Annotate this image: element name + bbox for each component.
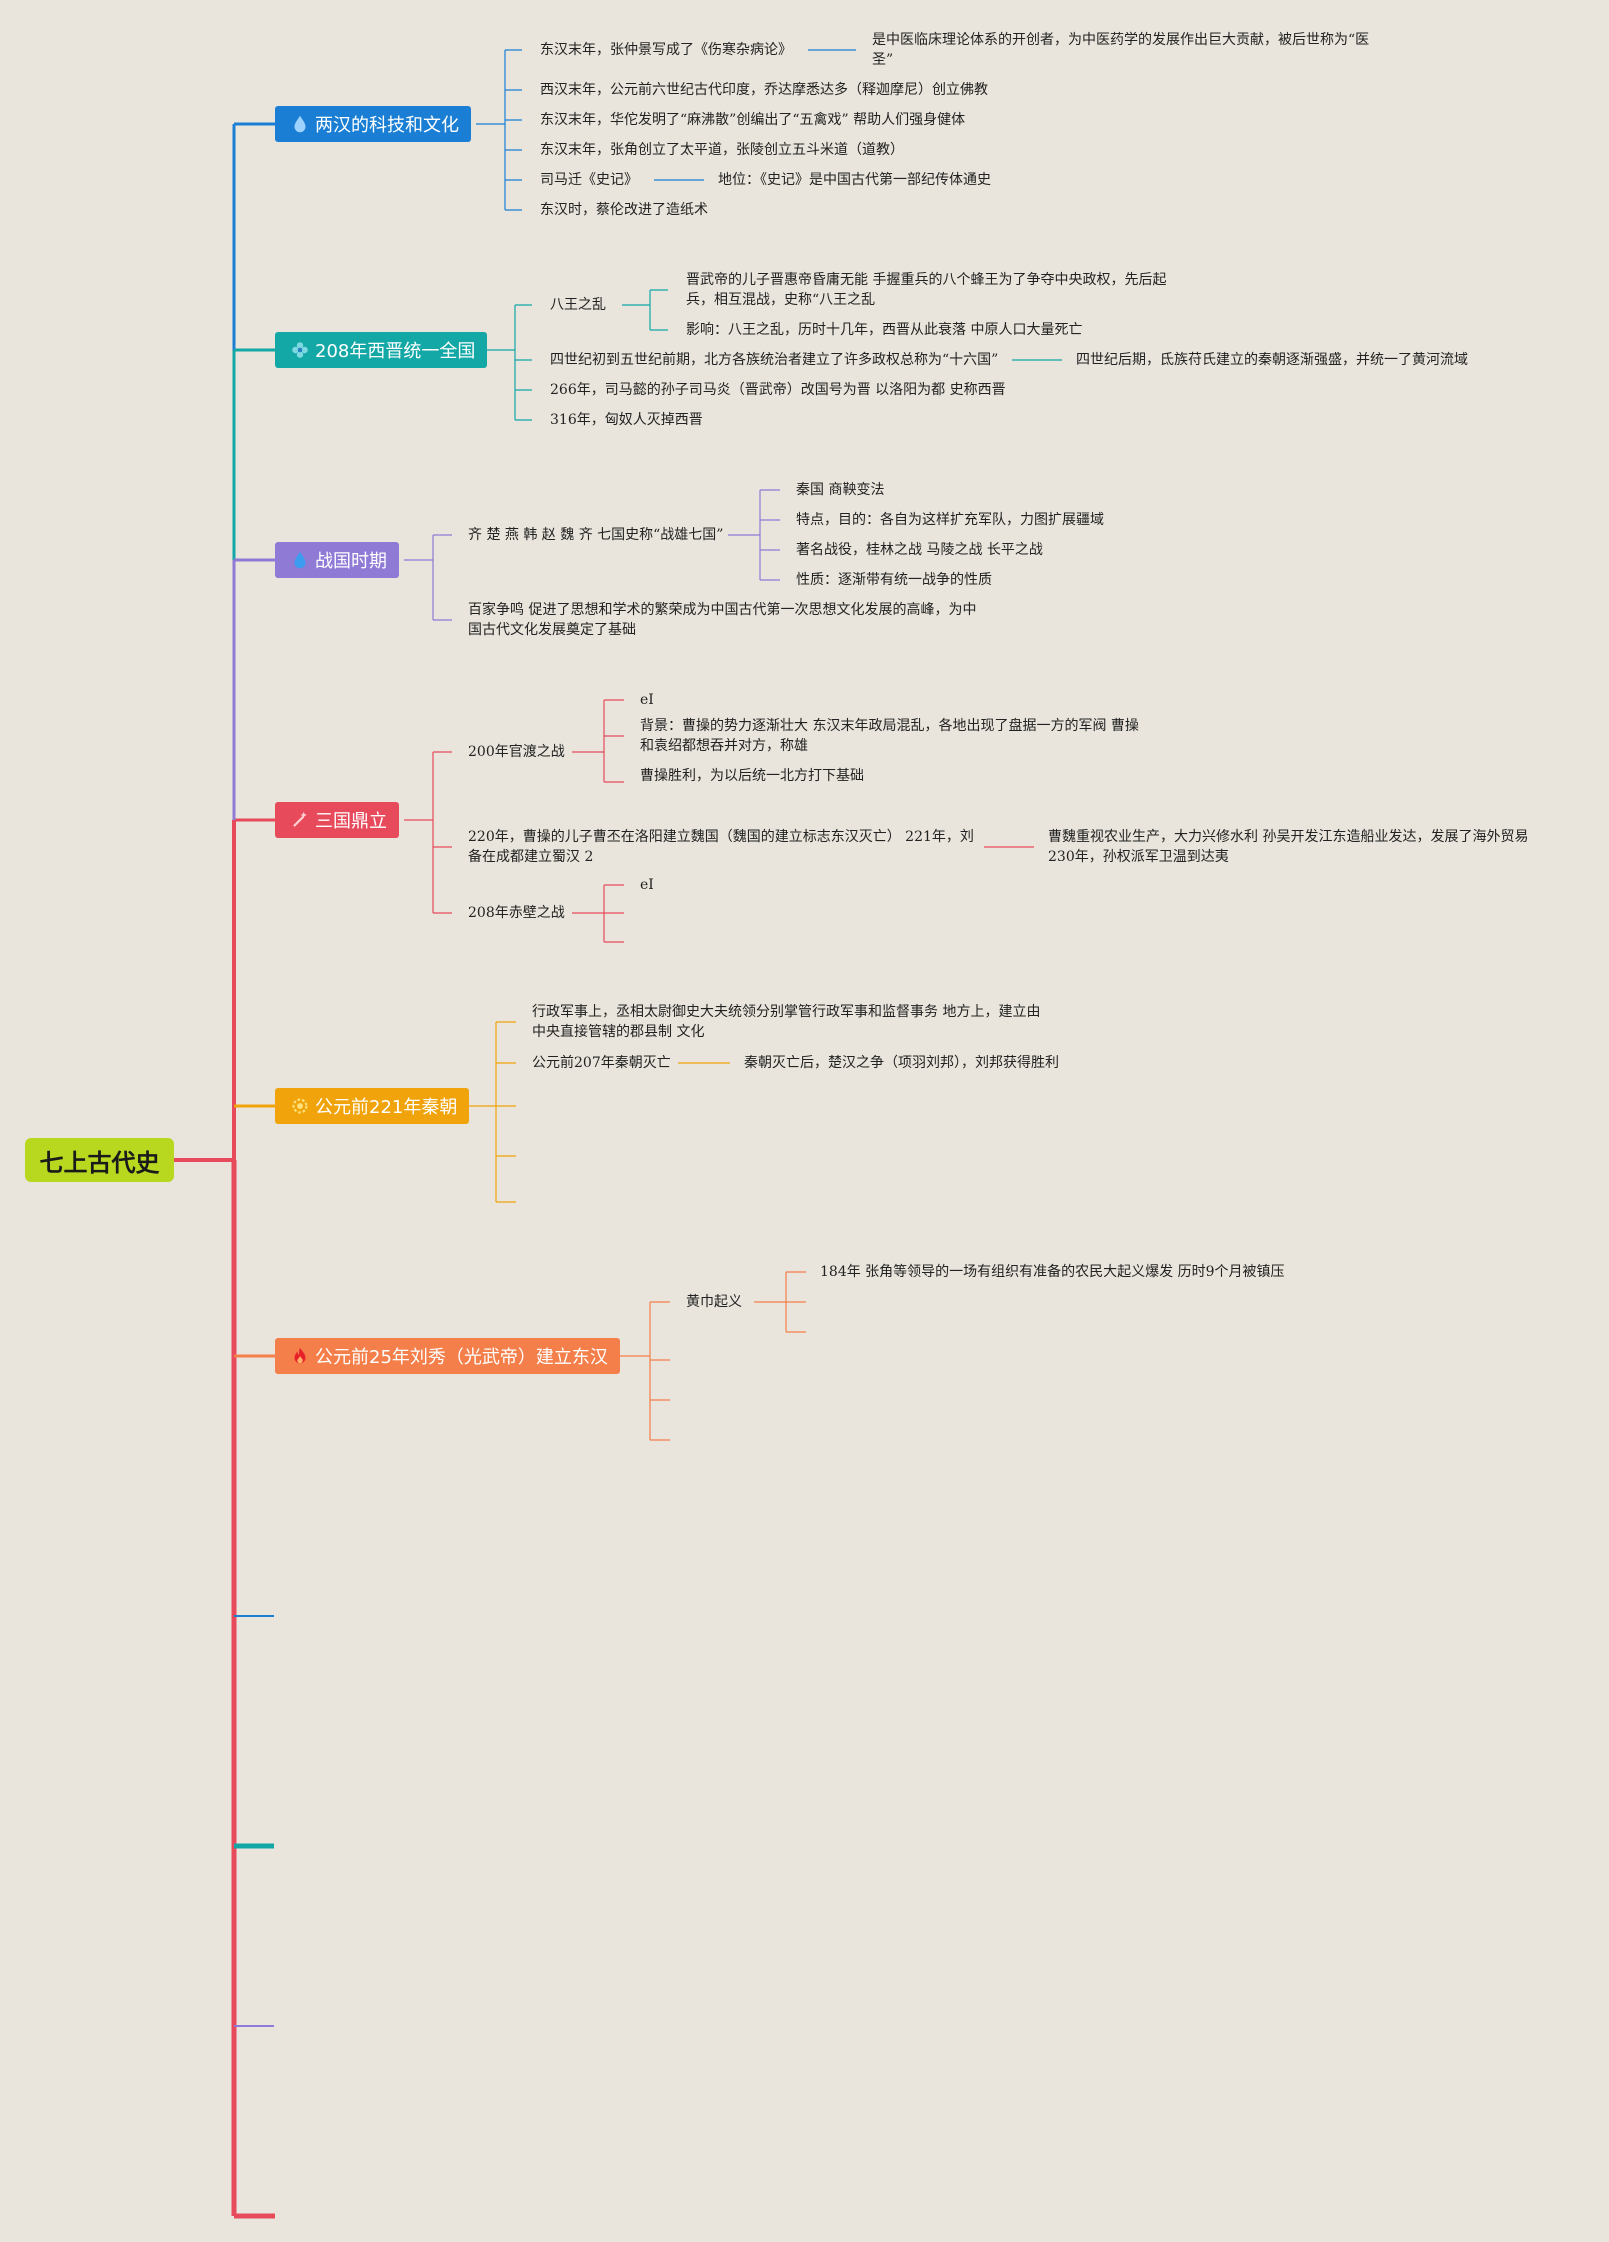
subnode[interactable]: 东汉末年，张角创立了太平道，张陵创立五斗米道（道教） [540,142,904,158]
subnode[interactable]: 晋武帝的儿子晋惠帝昏庸无能 手握重兵的八个蜂王为了争夺中央政权，先后起兵，相互混… [686,272,1167,308]
water-drop-icon [289,549,311,571]
subnode[interactable]: 百家争鸣 促进了思想和学术的繁荣成为中国古代第一次思想文化发展的高峰，为中国古代… [468,602,977,638]
topic-eastern-han[interactable]: 公元前25年刘秀（光武帝）建立东汉 [275,1338,620,1374]
flame-icon [289,1345,311,1367]
subnode[interactable]: 地位：《史记》是中国古代第一部纪传体通史 [718,172,991,188]
subnode[interactable]: 八王之乱 [550,297,606,313]
topic-label: 两汉的科技和文化 [315,115,459,136]
subnode[interactable]: 西汉末年，公元前六世纪古代印度，乔达摩悉达多（释迦摩尼）创立佛教 [540,82,988,98]
subnode[interactable]: 行政军事上，丞相太尉御史大夫统领分别掌管行政军事和监督事务 地方上，建立由中央直… [532,1004,1041,1040]
topic-label: 208年西晋统一全国 [315,341,476,362]
subnode[interactable]: eI [640,692,654,708]
subnode[interactable]: 曹操胜利，为以后统一北方打下基础 [640,768,864,784]
topic-warring-states[interactable]: 战国时期 [275,542,399,578]
subnode[interactable]: 黄巾起义 [686,1294,742,1310]
subnode[interactable]: 齐 楚 燕 韩 赵 魏 齐 七国史称“战雄七国” [468,527,724,543]
subnode[interactable]: 东汉末年，张仲景写成了《伤寒杂病论》 [540,42,792,58]
subnode[interactable]: 四世纪后期，氐族苻氏建立的秦朝逐渐强盛，并统一了黄河流域 [1076,352,1468,368]
subnode[interactable]: 背景：曹操的势力逐渐壮大 东汉末年政局混乱，各地出现了盘据一方的军阀 曹操和袁绍… [640,718,1139,754]
topic-label: 公元前25年刘秀（光武帝）建立东汉 [315,1347,608,1368]
topic-qin-dynasty[interactable]: 公元前221年秦朝 [275,1088,470,1124]
subnode[interactable]: 184年 张角等领导的一场有组织有准备的农民大起义爆发 历时9个月被镇压 [820,1264,1285,1280]
subnode[interactable]: 四世纪初到五世纪前期，北方各族统治者建立了许多政权总称为“十六国” [550,352,999,368]
subnode[interactable]: 秦国 商鞅变法 [796,482,885,498]
subnode[interactable]: 公元前207年秦朝灭亡 [532,1055,671,1071]
subnode[interactable]: 秦朝灭亡后，楚汉之争（项羽刘邦），刘邦获得胜利 [744,1055,1059,1071]
topic-label: 三国鼎立 [315,811,387,832]
root-node[interactable]: 七上古代史 [25,1138,174,1182]
subnode[interactable]: 208年赤壁之战 [468,905,565,921]
gear-sun-icon [289,1095,311,1117]
subnode[interactable]: 220年，曹操的儿子曹丕在洛阳建立魏国（魏国的建立标志东汉灭亡） 221年，刘备… [468,829,974,865]
sparkle-icon [289,809,311,831]
subnode[interactable]: 性质：逐渐带有统一战争的性质 [796,572,992,588]
water-drop-icon [289,113,311,135]
topic-han-culture[interactable]: 两汉的科技和文化 [275,106,471,142]
subnode[interactable]: eI [640,877,654,893]
topic-label: 战国时期 [315,551,387,572]
topic-three-kingdoms[interactable]: 三国鼎立 [275,802,399,838]
subnode[interactable]: 是中医临床理论体系的开创者，为中医药学的发展作出巨大贡献，被后世称为“医圣” [872,32,1370,68]
topic-western-jin[interactable]: 208年西晋统一全国 [275,332,488,368]
subnode[interactable]: 曹魏重视农业生产，大力兴修水利 孙吴开发江东造船业发达，发展了海外贸易 230年… [1048,829,1529,865]
subnode[interactable]: 东汉时，蔡伦改进了造纸术 [540,202,708,218]
flower-icon [289,339,311,361]
subnode[interactable]: 东汉末年，华佗发明了“麻沸散”创编出了“五禽戏” 帮助人们强身健体 [540,112,966,128]
subnode[interactable]: 特点，目的：各自为这样扩充军队，力图扩展疆域 [796,512,1104,528]
subnode[interactable]: 316年，匈奴人灭掉西晋 [550,412,703,428]
subnode[interactable]: 司马迁《史记》 [540,172,638,188]
subnode[interactable]: 200年官渡之战 [468,744,565,760]
subnode[interactable]: 266年，司马懿的孙子司马炎（晋武帝）改国号为晋 以洛阳为都 史称西晋 [550,382,1006,398]
subnode[interactable]: 影响：八王之乱，历时十几年，西晋从此衰落 中原人口大量死亡 [686,322,1083,338]
topic-label: 公元前221年秦朝 [315,1097,458,1118]
subnode[interactable]: 著名战役，桂林之战 马陵之战 长平之战 [796,542,1043,558]
